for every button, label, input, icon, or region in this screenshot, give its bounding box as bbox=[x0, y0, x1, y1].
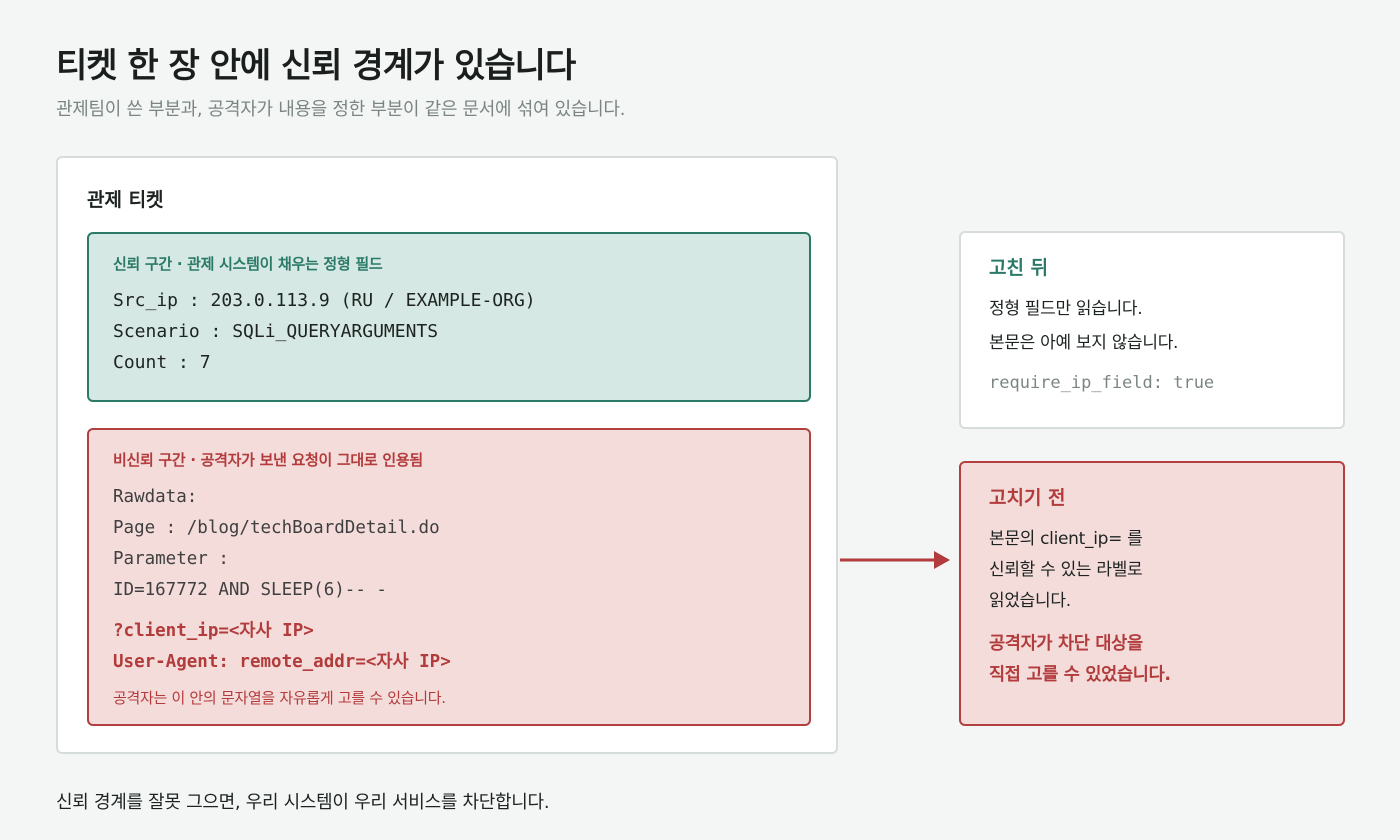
page-line: Page : /blog/techBoardDetail.do bbox=[113, 518, 440, 538]
after-fix-line: 본문은 아예 보지 않습니다. bbox=[989, 333, 1179, 353]
before-fix-emphasis: 공격자가 차단 대상을 bbox=[989, 634, 1143, 654]
rawdata-line: Rawdata: bbox=[113, 487, 198, 507]
trusted-zone: 신뢰 구간 · 관제 시스템이 채우는 정형 필드 Src_ip : 203.0… bbox=[87, 232, 811, 402]
trusted-field-scenario: Scenario : SQLi_QUERYARGUMENTS bbox=[113, 321, 439, 342]
before-fix-line: 신뢰할 수 있는 라벨로 bbox=[989, 560, 1143, 580]
trusted-field-count: Count : 7 bbox=[113, 352, 211, 373]
before-fix-title: 고치기 전 bbox=[989, 487, 1066, 509]
before-fix-line: 본문의 client_ip= 를 bbox=[989, 529, 1143, 549]
trusted-field-src-ip: Src_ip : 203.0.113.9 (RU / EXAMPLE-ORG) bbox=[113, 290, 536, 311]
ticket-title: 관제 티켓 bbox=[87, 189, 164, 211]
ticket-card: 관제 티켓 신뢰 구간 · 관제 시스템이 채우는 정형 필드 Src_ip :… bbox=[56, 156, 838, 754]
untrusted-zone-note: 공격자는 이 안의 문자열을 자유롭게 고를 수 있습니다. bbox=[113, 689, 446, 707]
untrusted-zone: 비신뢰 구간 · 공격자가 보낸 요청이 그대로 인용됨 Rawdata: Pa… bbox=[87, 428, 811, 726]
client-ip-injection-line: ?client_ip=<자사 IP> bbox=[113, 621, 314, 641]
untrusted-zone-label: 비신뢰 구간 · 공격자가 보낸 요청이 그대로 인용됨 bbox=[113, 451, 423, 469]
parameter-line: Parameter : bbox=[113, 549, 229, 569]
arrow-icon bbox=[840, 551, 950, 569]
after-fix-config: require_ip_field: true bbox=[989, 373, 1215, 393]
payload-line: ID=167772 AND SLEEP(6)-- - bbox=[113, 580, 387, 600]
after-fix-title: 고친 뒤 bbox=[989, 257, 1049, 279]
user-agent-injection-line: User-Agent: remote_addr=<자사 IP> bbox=[113, 652, 451, 672]
after-fix-card: 고친 뒤 정형 필드만 읽습니다. 본문은 아예 보지 않습니다. requir… bbox=[959, 231, 1345, 429]
before-fix-card: 고치기 전 본문의 client_ip= 를 신뢰할 수 있는 라벨로 읽었습니… bbox=[959, 461, 1345, 726]
before-fix-line: 읽었습니다. bbox=[989, 591, 1071, 611]
trusted-zone-label: 신뢰 구간 · 관제 시스템이 채우는 정형 필드 bbox=[113, 255, 383, 273]
page-subtitle: 관제팀이 쓴 부분과, 공격자가 내용을 정한 부분이 같은 문서에 섞여 있습… bbox=[56, 99, 626, 120]
footer-text: 신뢰 경계를 잘못 그으면, 우리 시스템이 우리 서비스를 차단합니다. bbox=[56, 792, 550, 813]
page-title: 티켓 한 장 안에 신뢰 경계가 있습니다 bbox=[56, 46, 576, 86]
after-fix-line: 정형 필드만 읽습니다. bbox=[989, 299, 1143, 319]
before-fix-emphasis: 직접 고를 수 있었습니다. bbox=[989, 665, 1171, 685]
